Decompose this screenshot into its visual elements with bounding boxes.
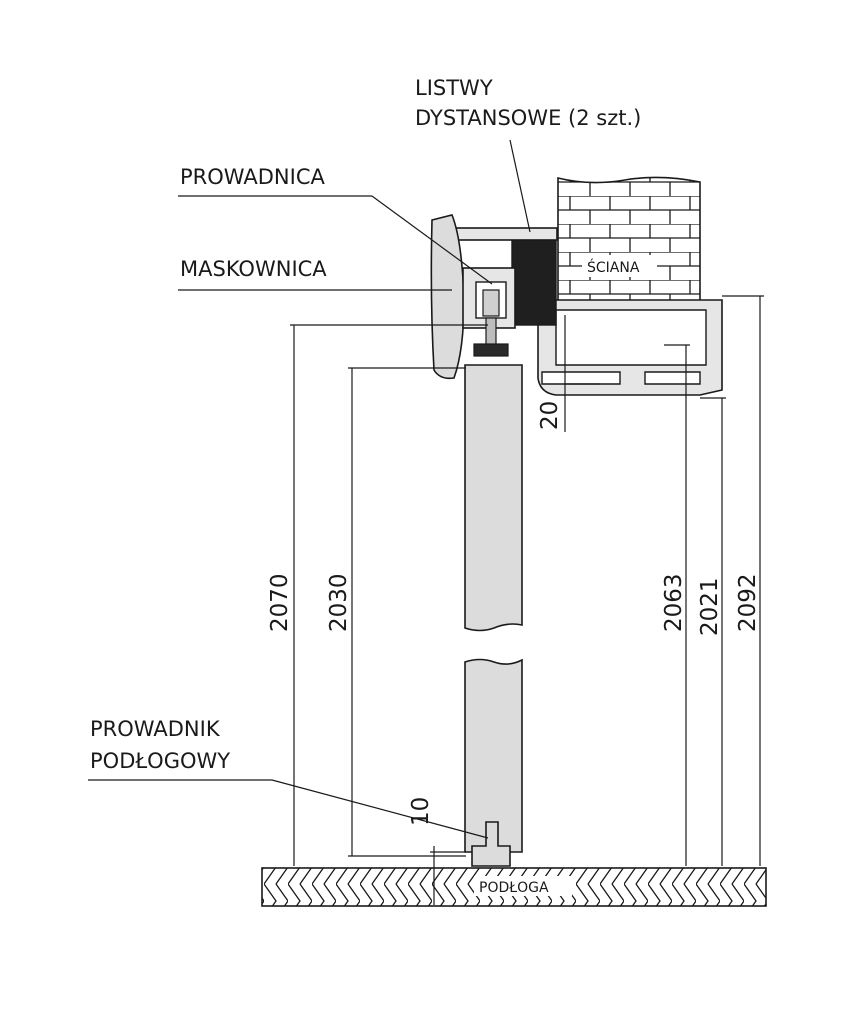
wall-label: ŚCIANA [587,258,640,276]
cover-fascia [430,214,465,380]
dim-2092: 2092 [735,573,761,632]
label-listwy-line1: LISTWY [415,76,493,100]
callouts: LISTWY DYSTANSOWE (2 szt.) PROWADNICA MA… [88,76,641,839]
dim-2070: 2070 [267,573,293,632]
dim-2021: 2021 [697,577,723,636]
dim-20: 20 [537,401,563,430]
floor: PODŁOGA [261,867,767,907]
label-listwy-line2: DYSTANSOWE (2 szt.) [415,106,641,130]
door-panel [464,364,523,853]
label-prowadnica: PROWADNICA [180,165,326,189]
label-prowadnik-line1: PROWADNIK [90,717,221,741]
dim-2063: 2063 [661,573,687,632]
dim-10: 10 [408,797,434,826]
floor-guide [471,821,511,867]
label-maskownica: MASKOWNICA [180,257,327,281]
label-prowadnik-line2: PODŁOGOWY [90,749,230,773]
mounting-bracket [537,299,723,396]
dimension-lines [290,295,764,905]
dim-2030: 2030 [326,573,352,632]
floor-label: PODŁOGA [479,880,549,896]
track-rail [462,267,516,357]
